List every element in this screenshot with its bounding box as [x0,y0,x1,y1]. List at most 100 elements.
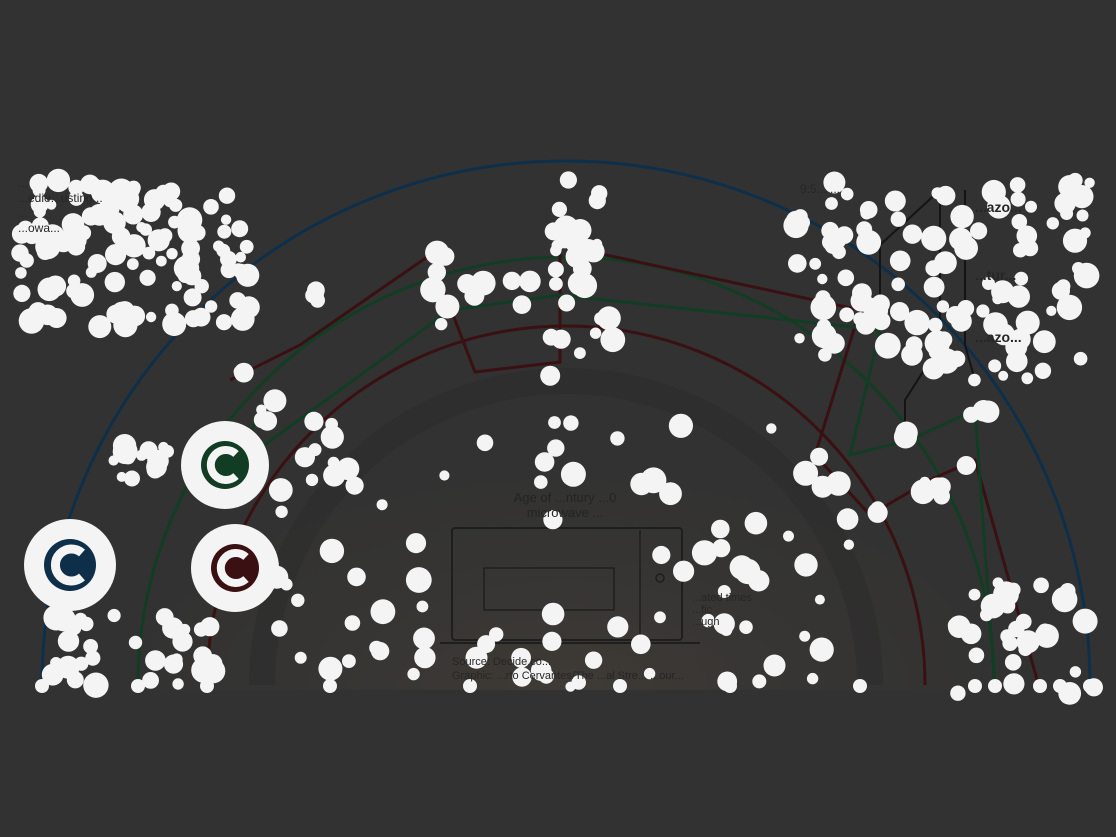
scribble-mark [1079,227,1091,239]
scribble-mark [538,668,554,684]
scribble-mark [215,314,233,331]
scribble-mark [345,476,364,495]
scribble-mark [547,439,565,457]
scribble-mark [128,635,143,650]
scribble-mark [263,389,287,413]
node-label: ...azo... [975,199,1022,215]
scribble-mark [1069,666,1082,678]
scribble-mark [902,224,923,244]
scribble-mark [668,413,694,438]
badge-2 [181,421,269,509]
scribble-mark [1009,328,1031,350]
scribble-mark [239,239,254,254]
scribble-mark [859,201,878,219]
scribble-mark [81,207,101,226]
scribble-mark [947,617,963,633]
scribble-mark [654,611,666,624]
scribble-mark [992,293,1003,305]
scribble-mark [542,631,562,652]
badge-3 [191,524,279,612]
outer-track [40,159,1092,686]
scribble-mark [1073,351,1088,366]
scribble-mark [181,249,201,269]
scribble-mark [427,262,446,282]
scribble-mark [766,423,777,434]
scribble-mark [305,473,319,487]
scribble-mark [136,222,147,233]
scribble-mark [960,623,982,645]
scribble-mark [416,600,429,613]
scribble-mark [910,479,936,505]
scribble-mark [217,224,232,239]
scribble-mark [126,258,139,270]
scribble-mark [111,227,131,246]
scribble-mark [1021,372,1034,385]
scribble-mark [465,646,488,669]
scribble-mark [643,667,656,680]
scribble-mark [589,327,602,339]
scribble-mark [15,267,27,279]
scribble-mark [347,567,366,587]
scribble-mark [956,232,970,245]
endpoint-dot [323,679,337,693]
scribble-mark [867,502,888,523]
scribble-mark [162,312,187,337]
scribble-mark [794,333,805,344]
scribble-mark [932,477,951,496]
scribble-mark [933,230,945,242]
scribble-mark [948,350,966,367]
scribble-mark [435,294,460,319]
scribble-mark [543,510,563,530]
scribble-mark [319,538,345,564]
scribble-mark [956,456,976,475]
scribble-mark [839,307,855,323]
scribble-mark [1058,175,1082,199]
scribble-mark [157,228,173,244]
scribble-mark [200,617,220,637]
scribble-mark [814,594,825,605]
scribble-mark [32,183,46,197]
scribble-mark [856,221,873,238]
scribble-mark [840,187,854,201]
scribble-mark [931,346,945,360]
scribble-mark [584,651,603,669]
scribble-mark [558,294,576,312]
scribble-mark [936,300,950,313]
scribble-mark [83,672,109,698]
endpoint-dot [1083,679,1097,693]
scribble-mark [890,302,910,322]
scribble-mark [976,304,990,318]
scribble-mark [548,416,561,429]
scribble-mark [342,654,356,668]
scribble-mark [1015,613,1032,630]
scribble-mark [142,672,160,689]
scribble-mark [213,240,225,252]
scribble-mark [1006,350,1028,373]
scribble-mark [139,269,156,286]
scribble-mark [85,266,97,278]
scribble-mark [1072,608,1098,634]
scribble-mark [104,271,126,293]
scribble-mark [560,461,586,487]
scribble-mark [112,434,137,458]
scribble-mark [931,187,944,200]
endpoint-dot [613,679,627,693]
scribble-mark [1004,654,1022,671]
scribble-mark [1010,191,1026,207]
scribble-mark [476,434,494,452]
scribble-mark [184,310,202,328]
source-line: Graphic: ...rto Cervantes/The ...al Stre… [452,670,684,682]
scribble-mark [534,452,555,472]
scribble-mark [825,197,838,210]
scribble-mark [108,455,119,466]
scribble-mark [547,261,564,278]
scribble-mark [75,225,92,241]
scribble-mark [540,365,561,386]
scribble-mark [68,179,84,196]
scribble-mark [874,332,901,359]
scribble-mark [1056,294,1083,321]
scribble-mark [763,654,786,677]
scribble-mark [275,505,288,518]
scribble-mark [1016,225,1038,247]
scribble-mark [231,220,249,238]
